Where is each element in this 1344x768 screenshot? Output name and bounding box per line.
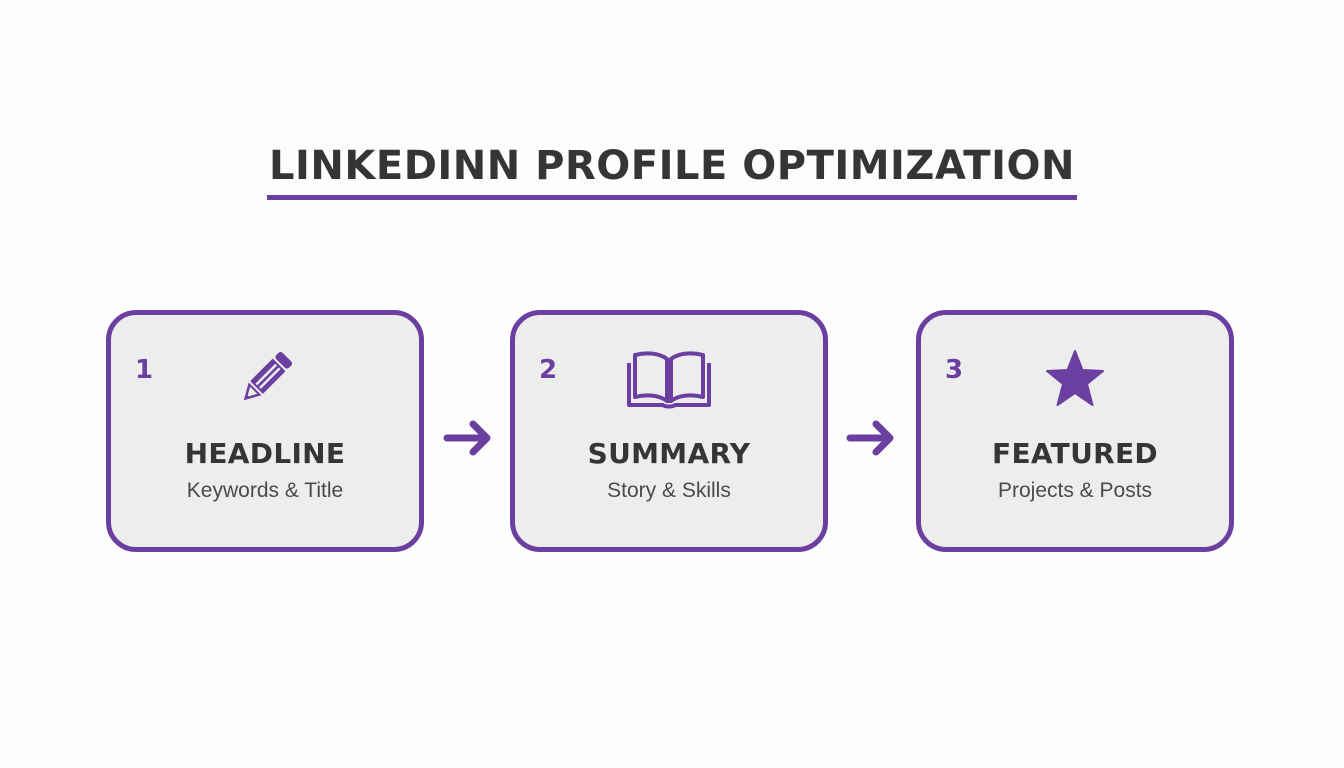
step-subtitle: Story & Skills bbox=[607, 479, 731, 502]
star-icon bbox=[1043, 347, 1107, 411]
title-block: LINKEDINN PROFILE OPTIMIZATION bbox=[0, 142, 1344, 200]
step-label: FEATURED bbox=[992, 437, 1158, 470]
step-card-summary: 2 SUMMARY Story & Skills bbox=[510, 310, 828, 552]
step-number: 1 bbox=[135, 355, 154, 385]
step-card-featured: 3 FEATURED Projects & Posts bbox=[916, 310, 1234, 552]
step-subtitle: Projects & Posts bbox=[997, 479, 1153, 502]
step-card-headline: 1 HEADLINE Keywords & Title bbox=[106, 310, 424, 552]
pencil-icon bbox=[233, 347, 297, 411]
step-label: HEADLINE bbox=[184, 437, 346, 470]
step-label: SUMMARY bbox=[587, 437, 751, 470]
arrow-right-icon bbox=[846, 414, 898, 462]
step-number: 3 bbox=[945, 355, 964, 385]
arrow-right-icon bbox=[443, 414, 495, 462]
open-book-icon bbox=[627, 347, 711, 411]
step-number: 2 bbox=[539, 355, 558, 385]
step-subtitle: Keywords & Title bbox=[186, 479, 344, 502]
page-title: LINKEDINN PROFILE OPTIMIZATION bbox=[267, 142, 1077, 200]
